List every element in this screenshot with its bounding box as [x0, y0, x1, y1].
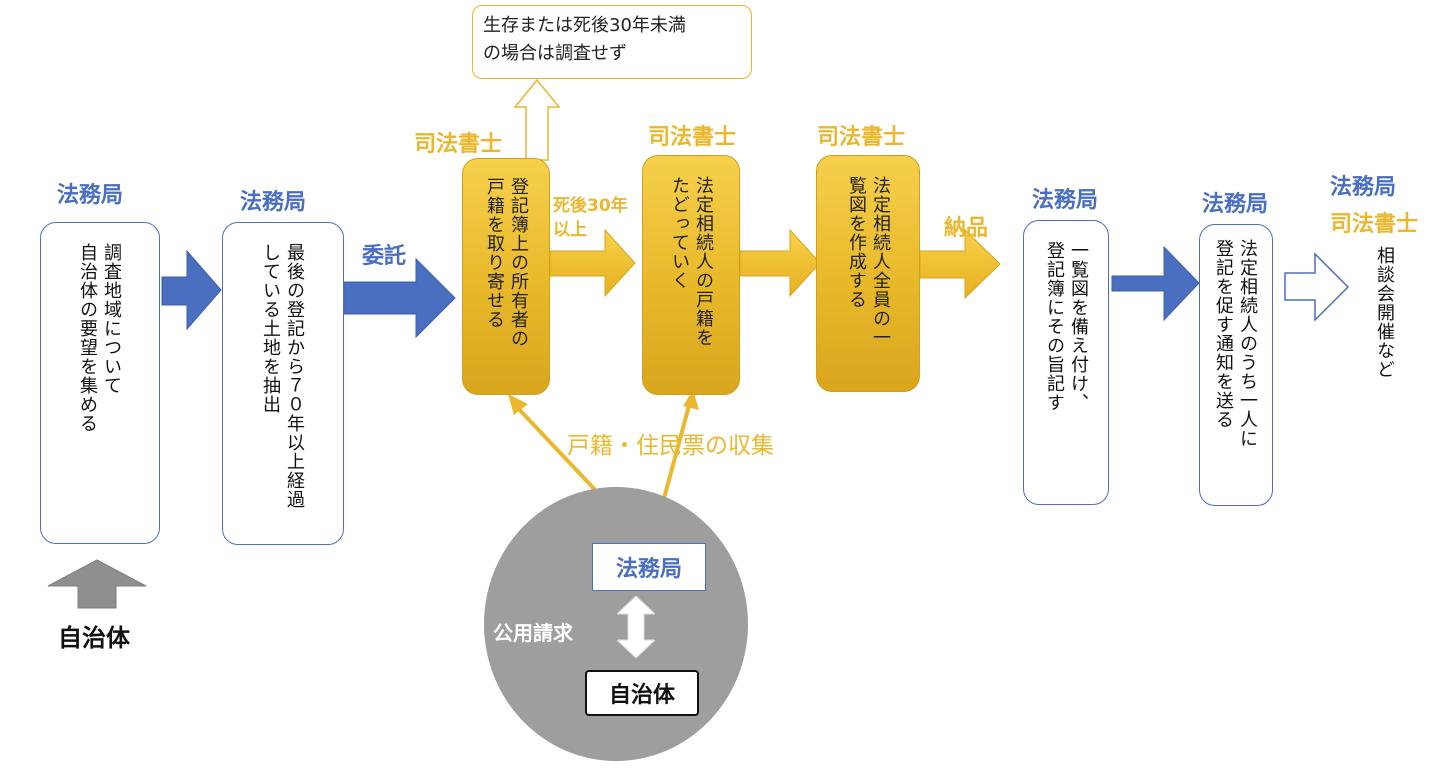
- step3-box: 登記簿上の所有者の 戸籍を取り寄せる: [462, 158, 550, 395]
- arrow-step4-to-5: [739, 228, 821, 298]
- arrow-step2-to-3: [343, 257, 456, 339]
- note-line2: の場合は調査せず: [483, 43, 627, 64]
- official-request-label: 公用請求: [493, 621, 573, 645]
- step1-agency: 法務局: [57, 183, 124, 208]
- delivery-label: 納品: [944, 216, 989, 241]
- step6-box: 一覧図を備え付け、 登記簿にその旨記す: [1023, 220, 1109, 505]
- arrow-step5-to-6: [919, 228, 1001, 300]
- arrow-up-to-note: [513, 78, 561, 161]
- step4-box: 法定相続人の戸籍を たどっていく: [642, 155, 740, 395]
- step4-agency: 司法書士: [648, 125, 737, 150]
- arrow-step1-to-2: [161, 249, 222, 331]
- collection-label: 戸籍・住民票の収集: [567, 433, 774, 459]
- step3-text: 登記簿上の所有者の 戸籍を取り寄せる: [484, 177, 529, 348]
- collection-right-head-top: [683, 390, 699, 410]
- step4-text: 法定相続人の戸籍を たどっていく: [669, 176, 714, 347]
- step1-box: 調査地域について 自治体の要望を集める: [40, 222, 160, 544]
- final-text: 相談会開催など: [1374, 246, 1395, 379]
- note-line1: 生存または死後30年未満: [483, 15, 686, 36]
- step7-agency: 法務局: [1202, 192, 1269, 217]
- step7-text: 法定相続人のうち一人に 登記を促す通知を送る: [1213, 239, 1258, 448]
- step2-agency: 法務局: [240, 190, 307, 215]
- arrow-step6-to-7: [1111, 245, 1200, 322]
- over30-line2: 以上: [553, 220, 587, 240]
- circle-double-arrow: [617, 596, 655, 658]
- over30-line1: 死後30年: [553, 196, 628, 216]
- step2-text: 最後の登記から７０年以上経過 している土地を抽出: [260, 243, 305, 509]
- entrust-label: 委託: [362, 244, 407, 269]
- circle-legal-bureau-box: 法務局: [592, 543, 706, 591]
- arrow-step3-to-4: [549, 228, 636, 298]
- step5-text: 法定相続人全員の一 覧図を作成する: [846, 176, 891, 347]
- municipality-label: 自治体: [58, 624, 130, 652]
- arrow-step7-to-final: [1284, 252, 1350, 322]
- collection-left-head-top: [508, 394, 528, 415]
- step6-agency: 法務局: [1032, 188, 1099, 213]
- step5-agency: 司法書士: [817, 125, 906, 150]
- arrow-up-from-municipality: [47, 559, 147, 609]
- step2-box: 最後の登記から７０年以上経過 している土地を抽出: [222, 222, 344, 545]
- step1-text: 調査地域について 自治体の要望を集める: [77, 243, 122, 433]
- final-agency-1: 法務局: [1330, 175, 1397, 200]
- note-box: 生存または死後30年未満 の場合は調査せず: [472, 5, 752, 79]
- step6-text: 一覧図を備え付け、 登記簿にその旨記す: [1044, 241, 1089, 412]
- step5-box: 法定相続人全員の一 覧図を作成する: [816, 155, 920, 392]
- step3-agency: 司法書士: [414, 132, 503, 157]
- circle-municipality-box: 自治体: [585, 670, 699, 716]
- step7-box: 法定相続人のうち一人に 登記を促す通知を送る: [1199, 224, 1273, 506]
- final-agency-2: 司法書士: [1330, 212, 1419, 237]
